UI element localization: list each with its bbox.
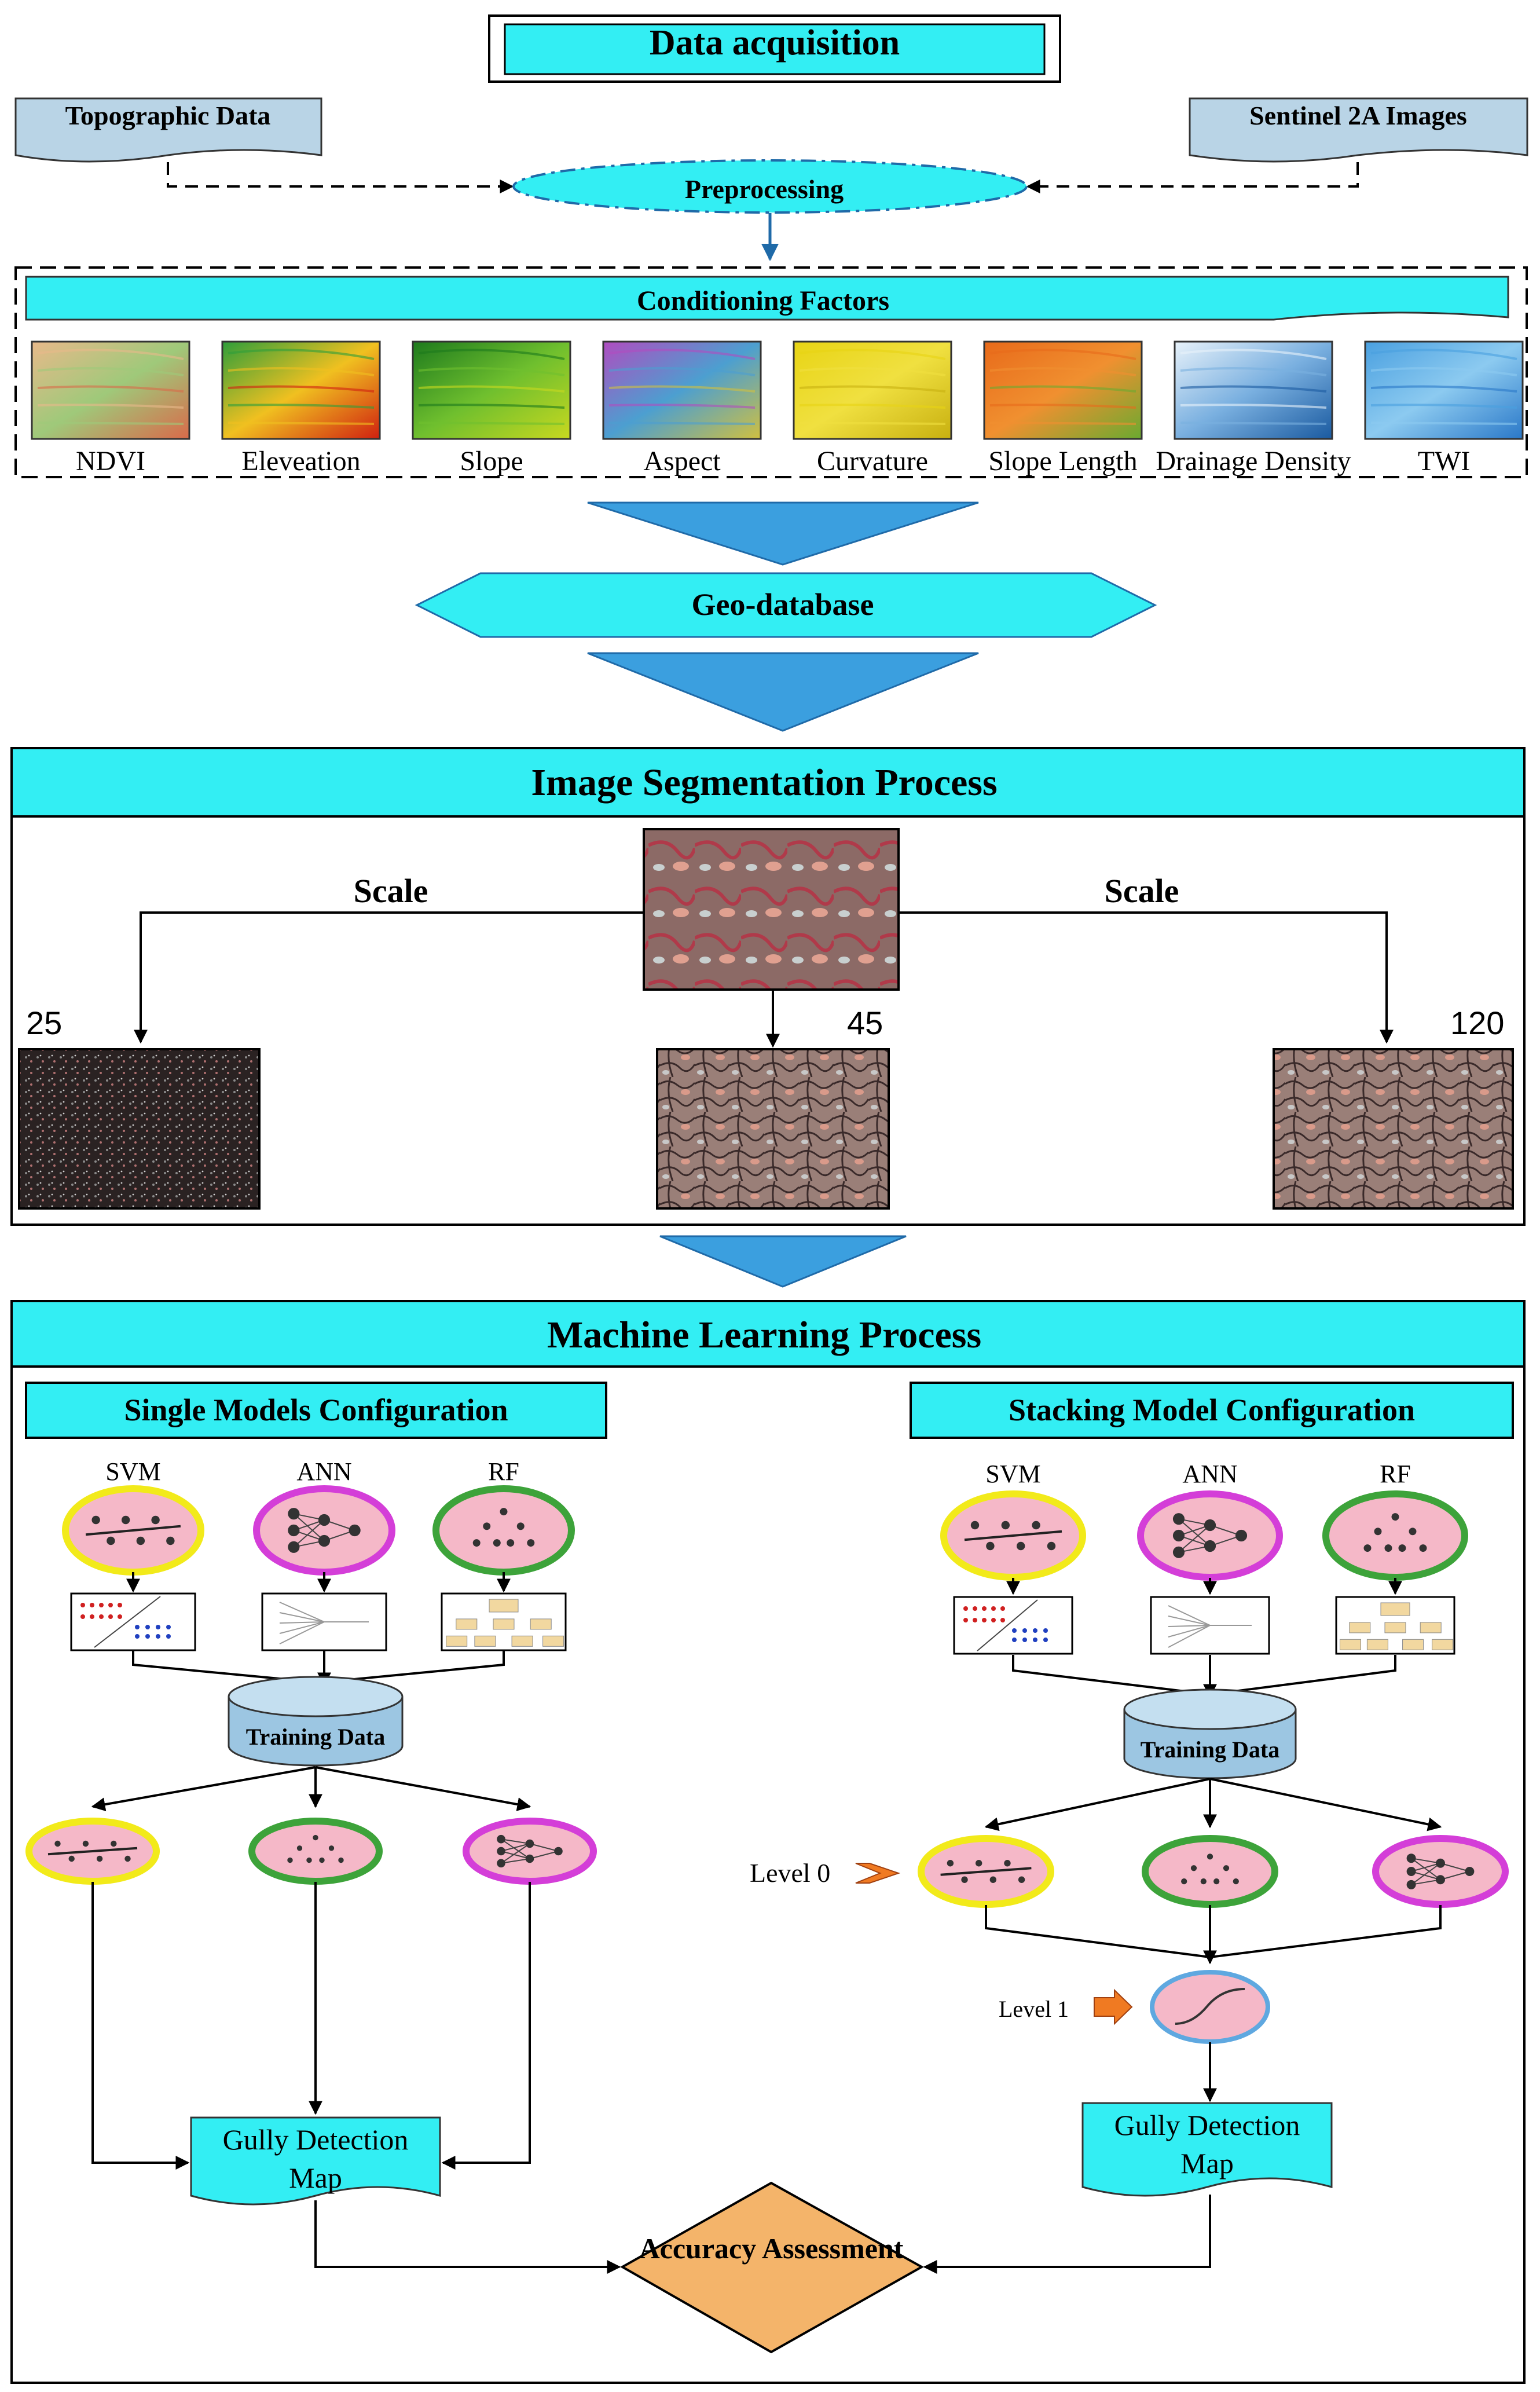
single-model-chart-1 xyxy=(261,1592,387,1651)
stacking-model-title: Stacking Model Configuration xyxy=(910,1382,1514,1439)
single-model-chart-2 xyxy=(441,1592,567,1651)
single-model-label-0: SVM xyxy=(105,1457,160,1486)
stack-model-label-1: ANN xyxy=(1182,1460,1237,1488)
segmentation-title-bar: Image Segmentation Process xyxy=(10,747,1526,818)
data-acquisition-title: Data acquisition xyxy=(488,14,1061,83)
single-model-node-2 xyxy=(432,1485,575,1576)
svg-text:Map: Map xyxy=(289,2162,342,2194)
stack-model-chart-1 xyxy=(1150,1596,1270,1655)
factor-label-6: Drainage Density xyxy=(1156,446,1351,477)
factor-label-1: Eleveation xyxy=(241,446,360,477)
sentinel-images-source: Sentinel 2A Images xyxy=(1189,97,1528,163)
ml-title-bar: Machine Learning Process xyxy=(10,1300,1526,1368)
single-models-title: Single Models Configuration xyxy=(25,1382,607,1439)
factor-map-2 xyxy=(412,340,571,440)
source-connectors xyxy=(167,162,1359,193)
factor-label-5: Slope Length xyxy=(988,446,1137,477)
stack-level0-node-1 xyxy=(1142,1835,1278,1908)
single-model-label-2: RF xyxy=(488,1457,519,1486)
segmentation-image-25 xyxy=(18,1048,261,1210)
factor-label-7: TWI xyxy=(1418,446,1471,477)
stack-training-data: Training Data xyxy=(1123,1688,1297,1779)
conditioning-factors-frame xyxy=(14,266,1528,478)
level-0-arrow-icon xyxy=(855,1863,901,1884)
factor-map-5 xyxy=(983,340,1143,440)
segmentation-image-120 xyxy=(1273,1048,1514,1210)
stack-model-label-2: RF xyxy=(1380,1460,1411,1488)
accuracy-line-1: Accuracy Assessment xyxy=(639,2232,904,2265)
level-0-label: Level 0 xyxy=(750,1858,830,1888)
single-training-data: Training Data xyxy=(228,1676,404,1767)
svg-text:Preprocessing: Preprocessing xyxy=(685,174,844,204)
factor-map-4 xyxy=(793,340,952,440)
level-1-label: Level 1 xyxy=(999,1996,1069,2022)
factor-maps: NDVI Eleveation Slope Aspect Curvature Slope … xyxy=(31,340,1524,477)
single-output-node-2 xyxy=(463,1818,597,1885)
svg-text:Training Data: Training Data xyxy=(246,1724,385,1750)
svg-text:Topographic Data: Topographic Data xyxy=(65,101,271,130)
segmentation-connectors xyxy=(134,911,1394,1048)
down-arrow-2 xyxy=(587,652,979,732)
svg-text:Data acquisition: Data acquisition xyxy=(650,23,900,63)
scale-value-45: 45 xyxy=(847,1005,883,1041)
scale-value-25: 25 xyxy=(26,1005,62,1041)
svg-text:Sentinel 2A Images: Sentinel 2A Images xyxy=(1249,101,1467,130)
factor-label-0: NDVI xyxy=(76,446,145,477)
raw-satellite-image xyxy=(643,828,900,991)
svg-text:Training Data: Training Data xyxy=(1141,1737,1279,1763)
svg-text:Conditioning Factors: Conditioning Factors xyxy=(637,285,889,316)
segmentation-image-45 xyxy=(656,1048,890,1210)
factor-map-6 xyxy=(1174,340,1333,440)
down-arrow-3 xyxy=(659,1235,907,1288)
preprocessing-node: Preprocessing xyxy=(512,159,1028,214)
factor-label-2: Slope xyxy=(460,446,523,477)
stack-level0-node-2 xyxy=(1372,1835,1509,1908)
accuracy-assessment-node: Accuracy Assessment xyxy=(619,2181,925,2354)
factor-label-4: Curvature xyxy=(817,446,928,477)
svg-text:Gully Detection: Gully Detection xyxy=(1114,2109,1300,2141)
factor-map-0 xyxy=(31,340,190,440)
stack-model-chart-2 xyxy=(1335,1596,1455,1655)
single-model-node-1 xyxy=(253,1485,395,1576)
single-model-label-1: ANN xyxy=(296,1457,351,1486)
stack-model-node-0 xyxy=(940,1490,1086,1581)
svg-text:Geo-database: Geo-database xyxy=(692,587,874,622)
factor-label-3: Aspect xyxy=(643,446,721,477)
factor-map-3 xyxy=(602,340,762,440)
scale-value-120: 120 xyxy=(1450,1005,1504,1041)
scale-label-right: Scale xyxy=(1105,872,1179,910)
stack-level0-node-0 xyxy=(918,1835,1054,1908)
scale-label-left: Scale xyxy=(354,872,428,910)
svg-text:Map: Map xyxy=(1180,2147,1234,2179)
svg-text:Machine Learning Process: Machine Learning Process xyxy=(547,1314,981,1356)
single-model-chart-0 xyxy=(70,1592,196,1651)
topographic-data-source: Topographic Data xyxy=(14,97,322,163)
svg-text:Image Segmentation Process: Image Segmentation Process xyxy=(531,761,997,804)
geo-database-node: Geo-database xyxy=(415,572,1157,638)
single-output-node-1 xyxy=(248,1818,383,1885)
conditioning-factors-banner: Conditioning Factors xyxy=(25,276,1509,321)
svg-text:Stacking Model Configuration: Stacking Model Configuration xyxy=(1009,1393,1415,1427)
stack-model-node-2 xyxy=(1322,1490,1468,1581)
single-model-node-0 xyxy=(62,1485,204,1576)
down-arrow-1 xyxy=(587,501,979,566)
stack-meta-learner-node xyxy=(1150,1970,1270,2044)
factor-map-7 xyxy=(1364,340,1524,440)
svg-text:Gully Detection: Gully Detection xyxy=(223,2123,409,2156)
stack-model-node-1 xyxy=(1137,1490,1283,1581)
level-1-arrow-icon xyxy=(1094,1988,1133,2025)
single-output-node-0 xyxy=(25,1818,160,1885)
stack-model-label-0: SVM xyxy=(985,1460,1040,1488)
stack-model-chart-0 xyxy=(953,1596,1073,1655)
svg-text:Single Models Configuration: Single Models Configuration xyxy=(124,1393,508,1427)
factor-map-1 xyxy=(221,340,381,440)
